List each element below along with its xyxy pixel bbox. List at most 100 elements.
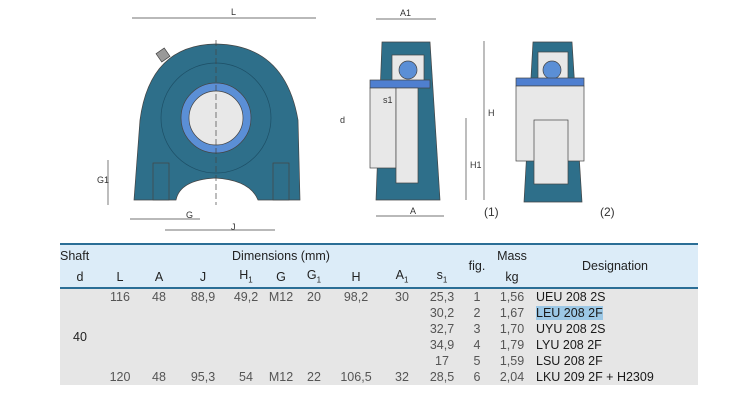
designation-text: UYU 208 2S bbox=[536, 322, 606, 336]
designation-text: LSU 208 2F bbox=[536, 354, 603, 368]
header-designation: Designation bbox=[581, 259, 648, 273]
front-view bbox=[107, 17, 316, 231]
figure-label-1: (1) bbox=[484, 205, 499, 219]
header-mass: Mass bbox=[497, 248, 527, 263]
header-J: J bbox=[199, 269, 207, 284]
cell-h1 bbox=[228, 305, 264, 321]
table-row: 32,7 3 1,70 UYU 208 2S bbox=[60, 321, 698, 337]
cell-fig: 4 bbox=[473, 338, 481, 352]
cell-fig: 3 bbox=[473, 322, 481, 336]
cell-a bbox=[140, 353, 178, 369]
cell-s1: 25,3 bbox=[429, 290, 455, 304]
cell-designation: LYU 208 2F bbox=[532, 337, 698, 353]
cell-h bbox=[330, 321, 382, 337]
cell-h1 bbox=[228, 353, 264, 369]
subscript: 1 bbox=[442, 275, 448, 285]
header-s1-text: s bbox=[436, 268, 443, 283]
dim-label-H1: H1 bbox=[470, 160, 482, 170]
dim-label-G1: G1 bbox=[97, 175, 110, 185]
header-s1: s1 bbox=[422, 266, 462, 288]
cell-g: M12 bbox=[268, 290, 294, 304]
side-view-2 bbox=[515, 41, 585, 203]
header-L: L bbox=[116, 269, 124, 284]
cell-h1 bbox=[228, 321, 264, 337]
cell-fig: 2 bbox=[473, 306, 481, 320]
cell-h1 bbox=[228, 337, 264, 353]
cell-fig: 1 bbox=[473, 290, 481, 304]
cell-h: 98,2 bbox=[343, 290, 369, 304]
cell-mass: 1,79 bbox=[499, 338, 525, 352]
dim-label-s1: s1 bbox=[383, 95, 393, 105]
table-row: 30,2 2 1,67 LEU 208 2F bbox=[60, 305, 698, 321]
cell-a1 bbox=[382, 353, 422, 369]
cell-shaft-d: 40 bbox=[73, 330, 87, 344]
table-row: 34,9 4 1,79 LYU 208 2F bbox=[60, 337, 698, 353]
cell-g bbox=[264, 321, 298, 337]
dim-label-A1: A1 bbox=[400, 8, 412, 18]
cell-l bbox=[100, 321, 140, 337]
cell-mass: 2,04 bbox=[499, 370, 525, 384]
cell-j bbox=[178, 321, 228, 337]
designation-text: LYU 208 2F bbox=[536, 338, 602, 352]
dim-label-H: H bbox=[488, 108, 495, 118]
cell-mass: 1,70 bbox=[499, 322, 525, 336]
dim-label-G: G bbox=[186, 210, 194, 220]
header-d: d bbox=[76, 269, 84, 284]
cell-designation: LSU 208 2F bbox=[532, 353, 698, 369]
side-view-1 bbox=[369, 18, 485, 217]
header-dimensions: Dimensions (mm) bbox=[232, 248, 330, 263]
header-H1-text: H bbox=[239, 268, 249, 283]
cell-a1 bbox=[382, 337, 422, 353]
cell-g1 bbox=[298, 321, 330, 337]
cell-j bbox=[178, 337, 228, 353]
cell-mass: 1,59 bbox=[499, 354, 525, 368]
header-H1: H1 bbox=[228, 266, 264, 288]
cell-designation: UYU 208 2S bbox=[532, 321, 698, 337]
header-H: H bbox=[351, 269, 361, 284]
cell-g1: 22 bbox=[307, 370, 321, 384]
header-fig: fig. bbox=[468, 259, 486, 273]
cell-j bbox=[178, 305, 228, 321]
designation-text: UEU 208 2S bbox=[536, 290, 606, 304]
cell-a1 bbox=[382, 305, 422, 321]
cell-l bbox=[100, 353, 140, 369]
cell-g: M12 bbox=[268, 370, 294, 384]
cell-h1: 54 bbox=[239, 370, 253, 384]
cell-mass: 1,67 bbox=[499, 306, 525, 320]
cell-g bbox=[264, 337, 298, 353]
dim-label-A: A bbox=[410, 206, 417, 216]
cell-s1: 32,7 bbox=[429, 322, 455, 336]
dim-label-L: L bbox=[231, 7, 237, 17]
cell-designation: UEU 208 2S bbox=[532, 288, 698, 305]
cell-mass: 1,56 bbox=[499, 290, 525, 304]
designation-text: LKU 209 2F + H2309 bbox=[536, 370, 654, 384]
cell-l: 120 bbox=[109, 370, 131, 384]
cell-designation: LEU 208 2F bbox=[532, 305, 698, 321]
cell-designation: LKU 209 2F + H2309 bbox=[532, 369, 698, 385]
cell-l bbox=[100, 337, 140, 353]
cell-a bbox=[140, 321, 178, 337]
header-shaft: Shaft bbox=[60, 248, 90, 263]
cell-a bbox=[140, 305, 178, 321]
designation-text: LEU 208 2F bbox=[536, 306, 603, 320]
header-G: G bbox=[276, 269, 286, 284]
cell-h1: 49,2 bbox=[233, 290, 259, 304]
cell-a1: 30 bbox=[395, 290, 409, 304]
cell-s1: 30,2 bbox=[429, 306, 455, 320]
cell-fig: 5 bbox=[473, 354, 481, 368]
subscript: 1 bbox=[248, 275, 253, 285]
dim-label-d: d bbox=[340, 115, 346, 125]
cell-g1 bbox=[298, 337, 330, 353]
cell-a1 bbox=[382, 321, 422, 337]
technical-drawing bbox=[107, 17, 585, 231]
cell-fig: 6 bbox=[473, 370, 481, 384]
cell-s1: 34,9 bbox=[429, 338, 455, 352]
cell-h: 106,5 bbox=[340, 370, 372, 384]
cell-h bbox=[330, 337, 382, 353]
header-A: A bbox=[154, 269, 164, 284]
header-G1-text: G bbox=[306, 268, 317, 283]
cell-l bbox=[100, 305, 140, 321]
header-A1-text: A bbox=[395, 268, 404, 283]
cell-g1: 20 bbox=[307, 290, 321, 304]
